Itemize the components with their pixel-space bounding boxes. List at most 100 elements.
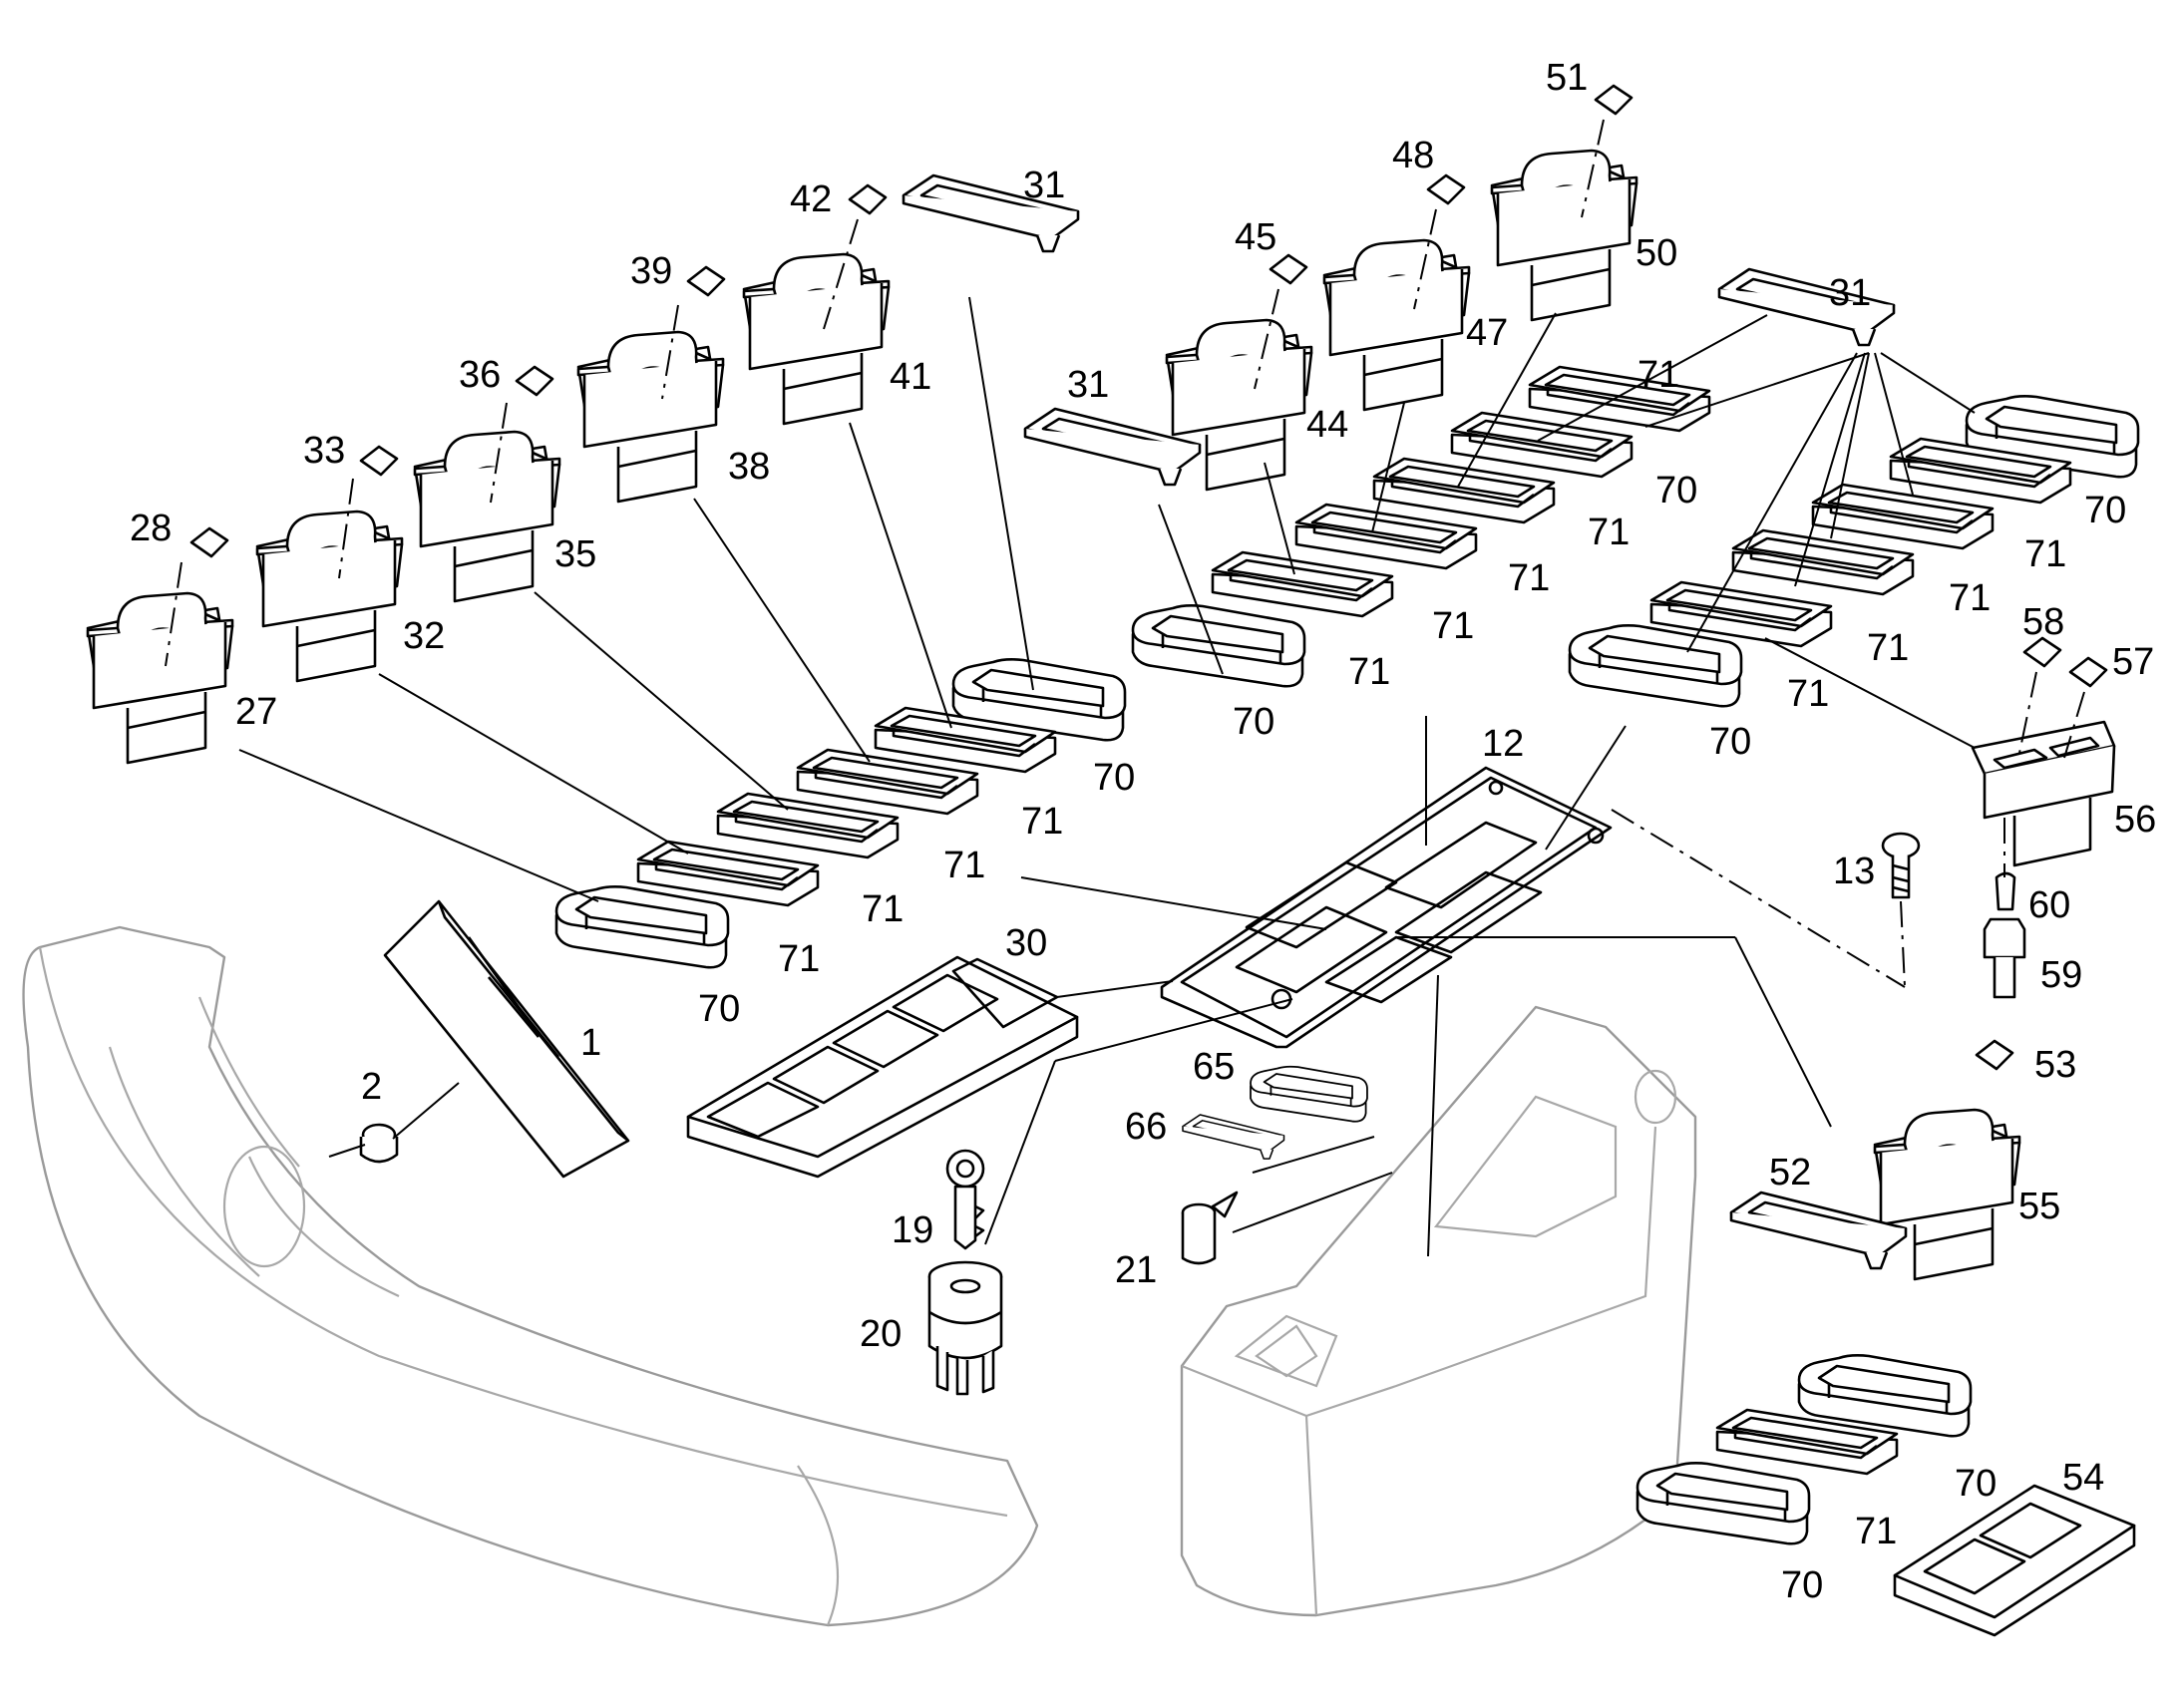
key-19 [945,1149,985,1250]
bezel-71-e [1211,550,1394,618]
bezel-71-i [1528,365,1711,433]
pad-cap-53 [1975,1039,2014,1071]
callout-31-b: 31 [1067,364,1109,406]
callout-71-e: 71 [1348,651,1390,693]
multi-bezel-54 [1893,1484,2136,1637]
callout-31-c: 31 [1829,272,1871,314]
callout-44: 44 [1306,404,1348,446]
bezel-71-g [1372,457,1556,524]
rocker-switch-50 [1490,149,1638,322]
callout-1: 1 [580,1022,601,1064]
pad-cap-42 [848,183,888,215]
rocker-switch-44 [1165,318,1313,492]
callout-35: 35 [554,533,596,575]
bezel-71-b [716,792,900,859]
callout-30: 30 [1005,922,1047,964]
callout-70-e: 70 [1655,470,1697,512]
bezel-70-g [1635,1462,1811,1545]
rocker-switch-27 [86,591,234,765]
callout-32: 32 [403,615,445,657]
callout-60: 60 [2028,884,2070,926]
callout-12: 12 [1482,723,1524,765]
switch-housing-56 [1971,720,2116,867]
pad-cap-51 [1594,84,1634,116]
rocker-switch-55 [1873,1108,2021,1281]
blank-66 [1182,1114,1285,1160]
callout-71-a: 71 [778,938,820,980]
cover-plate-1 [383,899,630,1179]
rocker-switch-35 [413,430,561,603]
callout-28: 28 [130,508,172,549]
grommet-2 [359,1123,399,1164]
rocker-switch-41 [742,252,891,426]
switch-panel-plate [1160,766,1613,1049]
callout-71-m: 71 [1637,354,1679,396]
callout-56: 56 [2114,799,2156,841]
callout-53: 53 [2034,1044,2076,1086]
callout-48: 48 [1392,135,1434,176]
callout-51: 51 [1546,57,1588,99]
callout-45: 45 [1235,216,1276,258]
callout-70-h: 70 [1781,1564,1823,1606]
callout-71-l: 71 [2024,533,2066,575]
callout-70-f: 70 [2084,490,2126,531]
pad-cap-57 [2068,656,2108,688]
rocker-switch-47 [1322,238,1471,412]
callout-54: 54 [2062,1457,2104,1499]
pad-cap-28 [189,526,229,558]
callout-70-g: 70 [1955,1463,1997,1505]
bezel-71-h [1450,411,1634,479]
bezel-71-k [1731,528,1915,596]
bezel-70-d [1568,624,1743,708]
callout-2: 2 [361,1066,382,1108]
callout-36: 36 [459,354,501,396]
callout-21: 21 [1115,1249,1157,1291]
callout-71-h: 71 [1588,512,1630,553]
bezel-65 [1250,1065,1368,1123]
callout-57: 57 [2112,641,2154,683]
callout-41: 41 [890,356,931,398]
callout-33: 33 [303,430,345,472]
callout-70-a: 70 [698,988,740,1030]
callout-55: 55 [2018,1186,2060,1227]
rocker-switch-32 [255,510,404,683]
callout-13: 13 [1833,851,1875,892]
callout-70-b: 70 [1093,757,1135,799]
callout-71-b: 71 [862,888,904,930]
callout-20: 20 [860,1313,902,1355]
callout-71-i: 71 [1787,673,1829,715]
callout-19: 19 [892,1209,933,1251]
screw-13 [1881,832,1921,899]
callout-71-f: 71 [1432,605,1474,647]
pad-cap-48 [1426,173,1466,205]
console-outline [1180,1005,1697,1617]
callout-58: 58 [2022,601,2064,643]
callout-labels: 1 2 12 13 19 20 21 27 28 30 31 31 31 32 … [130,57,2156,1606]
pad-cap-33 [359,445,399,477]
pad-cap-36 [515,365,554,397]
callout-71-j: 71 [1867,627,1909,669]
bezel-70-c [1131,604,1306,688]
callout-47: 47 [1466,312,1508,354]
indicator-21 [1181,1191,1239,1265]
ignition-switch-20 [927,1260,1003,1396]
bulb-holder-59 [1983,917,2026,999]
multi-bezel-30 [686,955,1079,1179]
callout-71-n: 71 [1855,1511,1897,1552]
callout-31-a: 31 [1023,165,1065,206]
callout-38: 38 [728,446,770,488]
pad-cap-45 [1269,253,1308,285]
callout-70-d: 70 [1709,721,1751,763]
dashboard-outline [22,925,1039,1627]
callout-66: 66 [1125,1106,1167,1148]
callout-39: 39 [630,250,672,292]
callout-52: 52 [1769,1152,1811,1194]
pad-cap-39 [686,265,726,297]
callout-71-k: 71 [1949,577,1991,619]
bezel-71-f [1294,503,1478,570]
callout-71-c: 71 [943,845,985,886]
callout-71-d: 71 [1021,801,1063,843]
rocker-switch-38 [576,330,725,504]
